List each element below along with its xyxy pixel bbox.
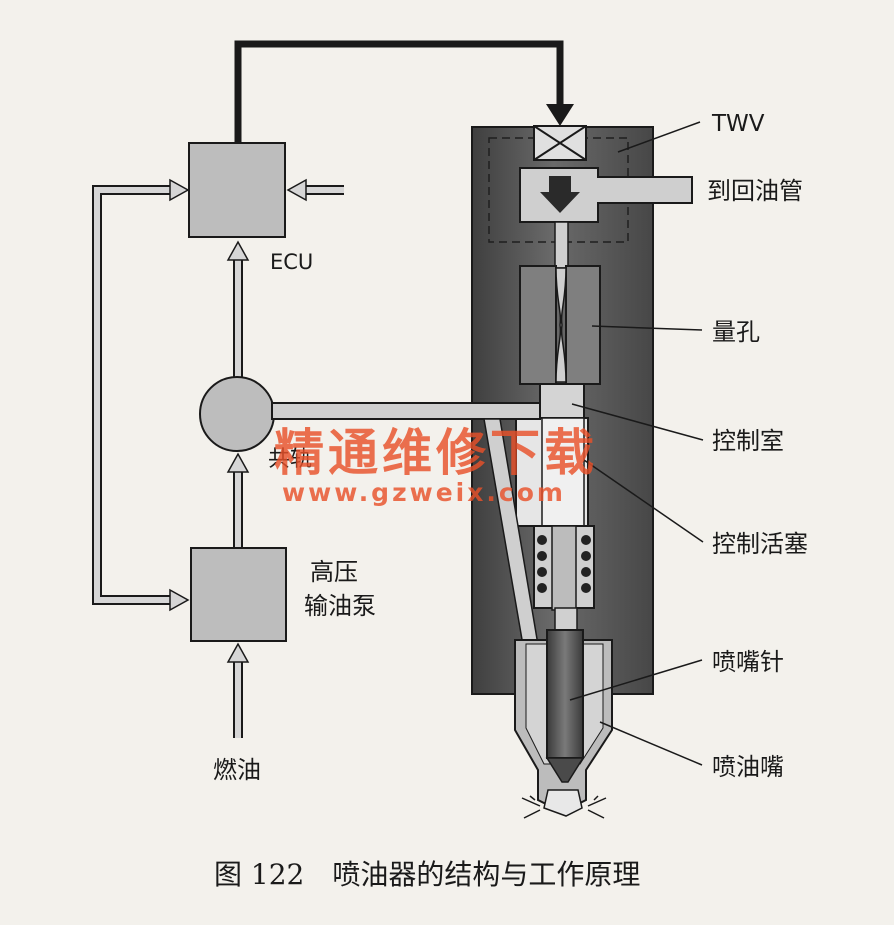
ecu-label: ECU — [270, 250, 313, 274]
ecu-signal-line — [234, 40, 564, 143]
sensor-arrow-icon — [286, 178, 307, 202]
rail-label: 共轨 — [268, 447, 312, 472]
figure-caption: 图 122 喷油器的结构与工作原理 — [214, 858, 640, 891]
arrow-into-ecu — [169, 178, 190, 202]
control-chamber-label: 控制室 — [712, 427, 784, 455]
pump-label-line2: 输油泵 — [304, 592, 376, 620]
common-rail — [199, 376, 275, 452]
spray-lines — [521, 795, 607, 819]
watermark-url: www.gzweix.com — [282, 478, 566, 507]
down-arrow-icon — [540, 176, 580, 213]
arrow-into-pump — [169, 588, 190, 612]
nozzle-needle — [546, 629, 584, 759]
arrow-pump-to-rail — [226, 452, 250, 473]
orifice-block-left — [519, 265, 557, 385]
twv-label: TWV — [711, 111, 765, 137]
orifice-label: 量孔 — [712, 318, 760, 346]
fuel-label: 燃油 — [213, 756, 261, 784]
nozzle-needle-label: 喷嘴针 — [712, 648, 784, 676]
spring-coils — [537, 535, 591, 593]
control-chamber — [539, 383, 585, 419]
ecu-box — [188, 142, 286, 238]
feed-pipe — [271, 402, 541, 420]
orifice — [555, 267, 567, 383]
signal-arrowhead — [546, 104, 574, 126]
watermark-title: 精通维修下载 — [274, 424, 598, 482]
pump-label-line1: 高压 — [310, 558, 358, 586]
leader-lines — [569, 121, 704, 766]
orifice-block-right — [565, 265, 601, 385]
high-pressure-pump — [190, 547, 287, 642]
arrow-rail-to-ecu — [226, 240, 250, 261]
nozzle-label: 喷油嘴 — [712, 753, 784, 781]
feedback-pipe — [92, 185, 172, 605]
control-piston-label: 控制活塞 — [712, 530, 808, 558]
nozzle-tip — [543, 789, 583, 817]
arrow-fuel-to-pump — [226, 642, 250, 663]
return-pipe-label: 到回油管 — [707, 177, 803, 205]
